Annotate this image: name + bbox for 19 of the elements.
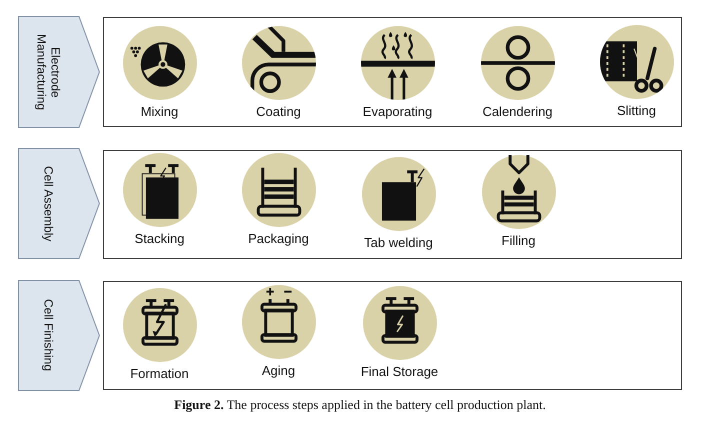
step-label: Stacking: [134, 230, 184, 246]
step-label: Mixing: [140, 104, 178, 118]
stage-label: Cell Assembly: [42, 166, 56, 242]
stage-frame: [103, 17, 682, 127]
stage-label: Cell Finishing: [42, 299, 56, 372]
figure-caption: Figure 2. The process steps applied in the battery cell production plant.: [173, 397, 547, 413]
stage-frame: [103, 281, 682, 390]
step-label: Tab welding: [364, 234, 433, 250]
step-label: Slitting: [616, 102, 656, 118]
stage-label: Electrode Manufacturing: [34, 32, 62, 112]
step-label: Filling: [502, 232, 536, 248]
step-label: Final Storage: [360, 364, 438, 378]
step-label: Evaporating: [362, 104, 432, 118]
step-label: Aging: [262, 362, 296, 378]
step-label: Packaging: [248, 230, 309, 246]
stage-frame: [103, 150, 682, 259]
step-label: Calendering: [482, 104, 553, 118]
step-label: Coating: [256, 104, 301, 118]
step-label: Formation: [130, 366, 189, 380]
